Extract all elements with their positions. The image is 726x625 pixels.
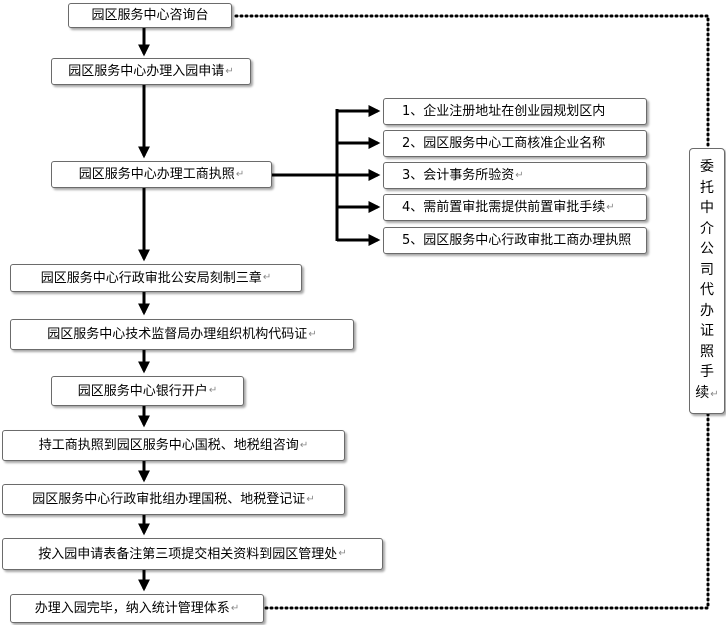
para-mark: ↵ xyxy=(515,169,524,181)
agency-note-char: 证 xyxy=(700,323,714,339)
para-mark: ↵ xyxy=(225,65,234,77)
agency-note-char: 中 xyxy=(700,200,714,216)
step-submit-materials: 按入园申请表备注第三项提交相关资料到园区管理处↵ xyxy=(2,538,383,570)
para-mark: ↵ xyxy=(306,493,315,505)
step-bank-account: 园区服务中心银行开户↵ xyxy=(51,376,244,406)
agency-note-char: 照 xyxy=(700,343,714,360)
license-step-4: 4、需前置审批需提供前置审批手续↵ xyxy=(383,194,647,221)
para-mark: ↵ xyxy=(606,201,615,213)
step-org-code: 园区服务中心技术监督局办理组织机构代码证↵ xyxy=(10,319,354,350)
para-mark: ↵ xyxy=(338,548,347,559)
agency-note-char: 代 xyxy=(700,282,714,298)
step-consult-desk: 园区服务中心咨询台 xyxy=(68,3,232,28)
para-mark: ↵ xyxy=(208,385,218,396)
license-step-3: 3、会计事务所验资↵ xyxy=(383,162,647,189)
para-mark: ↵ xyxy=(308,328,317,340)
agency-note-char: 续↵ xyxy=(695,384,719,401)
agency-loop-bottom xyxy=(264,412,710,610)
agency-note-char: 办 xyxy=(700,302,714,319)
step-apply-entry: 园区服务中心办理入园申请↵ xyxy=(51,58,251,85)
step-complete: 办理入园完毕，纳入统计管理体系↵ xyxy=(10,594,264,623)
para-mark: ↵ xyxy=(230,602,240,614)
para-mark: ↵ xyxy=(262,272,272,283)
license-step-2: 2、园区服务中心工商核准企业名称 xyxy=(383,130,647,157)
step-tax-consult: 持工商执照到园区服务中心国税、地税组咨询↵ xyxy=(2,430,345,461)
agency-note-char: 司 xyxy=(700,261,714,278)
para-mark: ↵ xyxy=(299,439,309,451)
step-engrave-seals: 园区服务中心行政审批公安局刻制三章↵ xyxy=(10,264,302,292)
step-business-license: 园区服务中心办理工商执照↵ xyxy=(51,161,272,188)
agency-note-char: 公 xyxy=(700,241,714,257)
para-mark: ↵ xyxy=(710,388,719,400)
agency-note-char: 介 xyxy=(700,220,714,237)
license-step-5: 5、园区服务中心行政审批工商办理执照 xyxy=(383,227,647,254)
agency-note-char: 托 xyxy=(700,179,714,196)
agency-loop-top xyxy=(234,14,710,150)
para-mark: ↵ xyxy=(235,168,245,180)
agency-note-char: 手 xyxy=(700,364,714,380)
agency-note-char: 委 xyxy=(700,159,714,175)
license-step-1: 1、企业注册地址在创业园规划区内 xyxy=(383,98,647,125)
agency-note: 委托中介公司代办证照手续↵ xyxy=(689,148,725,414)
step-tax-registration: 园区服务中心行政审批组办理国税、地税登记证↵ xyxy=(2,484,345,515)
